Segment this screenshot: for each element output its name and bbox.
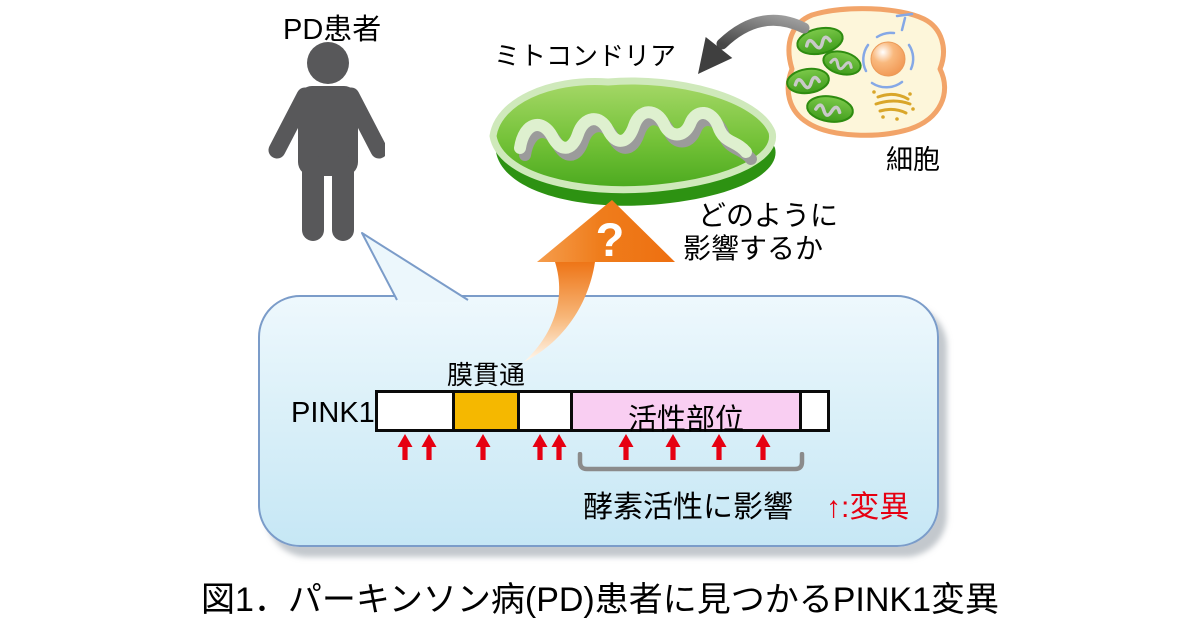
mutation-arrow-icon: [618, 434, 634, 460]
mutation-legend-text: :変異: [841, 491, 910, 524]
how-affect-line2: 影響するか: [683, 233, 824, 264]
protein-segment-c-terminal: [802, 393, 827, 429]
protein-segment-linker: [520, 393, 573, 429]
cell-label: 細胞: [886, 145, 940, 175]
mutation-arrow-icon: [421, 434, 437, 460]
mutation-arrow-icon: [551, 434, 567, 460]
question-arrowhead: [537, 200, 675, 262]
mutation-legend-arrow-icon: ↑: [826, 491, 841, 524]
enzyme-activity-label: 酵素活性に影響: [583, 491, 793, 524]
endoplasmic-reticulum: [862, 12, 915, 89]
pink1-label: PINK1: [291, 397, 375, 429]
mutation-arrow-icon: [475, 434, 491, 460]
cell-to-mitochondria-arrow: [698, 14, 810, 74]
active-site-bracket: [577, 452, 805, 472]
how-affect-text: どのように 影響するか: [683, 199, 838, 265]
transmembrane-label: 膜貫通: [446, 360, 526, 390]
mutation-arrows: [397, 434, 771, 460]
mitochondria-label: ミトコンドリア: [494, 41, 677, 71]
cell-mitochondria: [786, 26, 862, 123]
question-mark: ?: [596, 213, 625, 266]
golgi-vesicles: [872, 90, 915, 121]
protein-segment-active-site: [573, 393, 802, 429]
active-site-label: 活性部位: [627, 404, 745, 436]
mutation-arrow-icon: [397, 434, 413, 460]
mutation-arrow-icon: [755, 434, 771, 460]
cell-icon: [785, 6, 947, 138]
figure-caption: 図1．パーキンソン病(PD)患者に見つかるPINK1変異: [200, 581, 1000, 619]
mutation-arrow-icon: [665, 434, 681, 460]
cristae: [514, 106, 752, 158]
mutation-legend: ↑:変異: [826, 482, 909, 526]
person-icon: [268, 42, 385, 241]
pd-patient-label: PD患者: [283, 14, 382, 46]
arrowhead: [698, 37, 733, 74]
question-arrow-shaft: [524, 262, 595, 362]
question-arrow: ?: [524, 200, 675, 362]
protein-segment-transmembrane: [455, 393, 520, 429]
person-torso: [298, 86, 358, 176]
person-arm-left: [268, 87, 314, 159]
person-head: [307, 42, 349, 84]
how-affect-line1: どのように: [698, 200, 839, 231]
protein-segment-n-terminal: [378, 393, 455, 429]
mitochondrion-icon: [489, 77, 777, 206]
mutation-arrow-icon: [711, 434, 727, 460]
person-arm-right: [342, 87, 385, 159]
protein-bar: [375, 390, 830, 432]
mutation-arrow-icon: [532, 434, 548, 460]
nucleus: [870, 41, 906, 77]
golgi-apparatus: [874, 92, 912, 115]
speech-bubble-tail: [361, 232, 470, 302]
